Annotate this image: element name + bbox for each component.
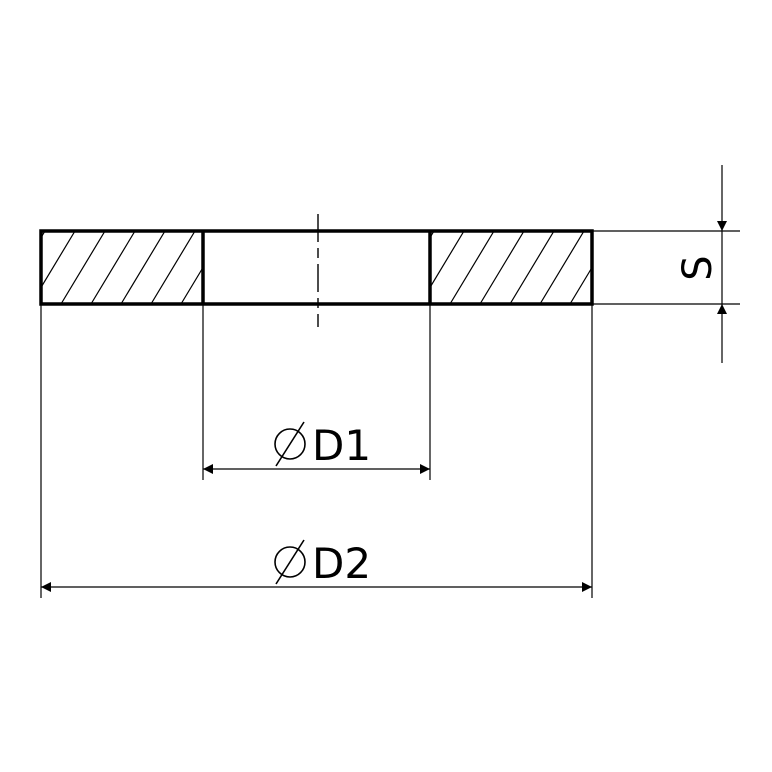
hatch-line (90, 231, 136, 304)
label-s: S (675, 255, 721, 280)
hatch-line (41, 231, 46, 239)
hatch-line (120, 231, 166, 304)
hatch-line (430, 231, 465, 289)
hatch-line (509, 231, 555, 304)
hatch-line (241, 231, 285, 304)
diameter-symbol-d1 (274, 421, 306, 467)
hatch-line (211, 231, 255, 304)
hatch-right (430, 231, 674, 304)
hatch-line (180, 266, 203, 304)
hatch-line (430, 231, 435, 239)
hatch-line (600, 231, 644, 304)
label-d1: D1 (312, 421, 371, 470)
hatch-line (539, 231, 585, 304)
diameter-symbol-d2 (274, 539, 306, 585)
hatch-line (630, 231, 674, 304)
hatch-line (150, 231, 196, 304)
hatch-line (449, 231, 495, 304)
hatch-line (479, 231, 525, 304)
label-d2: D2 (312, 539, 371, 588)
hatch-left (41, 231, 285, 304)
extension-lines (40, 230, 740, 598)
hatch-line (60, 231, 106, 304)
hatch-line (569, 266, 592, 304)
hatch-line (41, 231, 76, 289)
washer-section-outline (39, 229, 594, 306)
